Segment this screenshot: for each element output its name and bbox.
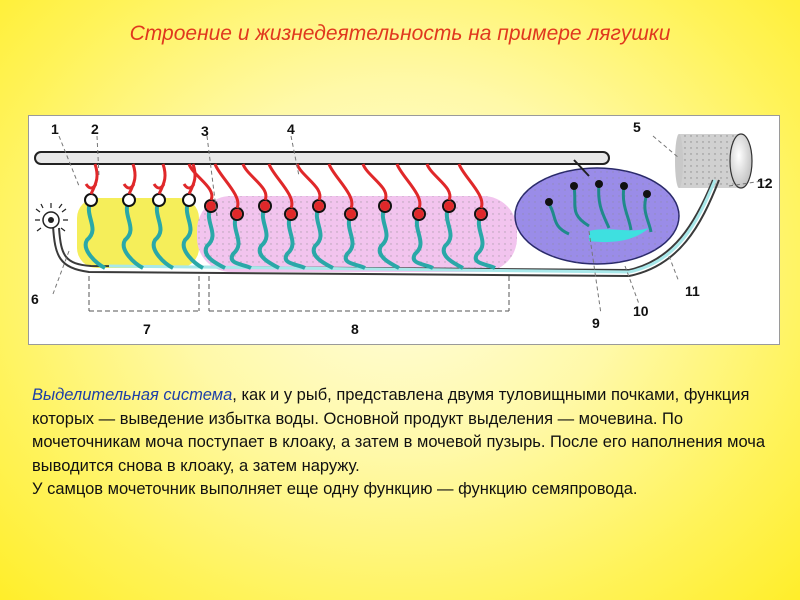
vessel-loop <box>152 183 166 190</box>
glomerulus <box>380 201 390 211</box>
glomerulus <box>346 209 356 219</box>
glomerulus <box>206 201 216 211</box>
tubule <box>311 205 334 270</box>
vessel-loop <box>84 183 98 190</box>
renal-vessel <box>187 163 214 201</box>
leader-lines <box>52 135 770 315</box>
excretory-diagram: 1 2 3 4 5 6 7 8 9 10 11 12 <box>28 115 780 345</box>
renal-vessel <box>89 163 99 195</box>
renal-vessel <box>361 163 388 201</box>
label-5: 5 <box>633 119 641 135</box>
anterior-kidney <box>77 198 199 268</box>
tubule <box>151 199 174 270</box>
bowman-capsule <box>84 193 98 207</box>
glomerulus <box>260 201 270 211</box>
tubule <box>411 213 434 270</box>
glomerulus <box>314 201 324 211</box>
bowman-capsule <box>122 193 136 207</box>
ureter-ducts <box>52 179 720 278</box>
ciliated-funnel-icon <box>35 203 68 232</box>
tubule <box>181 199 204 270</box>
label-3: 3 <box>201 123 209 139</box>
label-6: 6 <box>31 291 39 307</box>
label-11: 11 <box>685 283 700 299</box>
description-text: Выделительная система, как и у рыб, пред… <box>32 384 772 502</box>
tubule <box>83 199 106 270</box>
renal-vessel <box>425 163 452 201</box>
glomerulus <box>286 209 296 219</box>
kidney-texture <box>197 196 517 272</box>
excretory-diagram-svg: 1 2 3 4 5 6 7 8 9 10 11 12 <box>31 119 773 337</box>
vessel-branch <box>573 159 590 177</box>
tubule <box>121 199 144 270</box>
renal-vessel <box>213 163 240 209</box>
tubule <box>257 205 280 270</box>
glomerulus <box>414 209 424 219</box>
label-4: 4 <box>287 121 295 137</box>
ureter-lumen <box>108 179 717 274</box>
vessel-loop <box>122 183 136 190</box>
renal-vessel <box>127 163 137 195</box>
glomerulus <box>444 201 454 211</box>
renal-vessel <box>157 163 167 195</box>
renal-vessel <box>457 163 484 209</box>
label-8: 8 <box>351 321 359 337</box>
paragraph-1-body: , как и у рыб, представлена двумя тулови… <box>32 386 766 475</box>
blood-vessel-bar <box>34 151 610 165</box>
tubule <box>343 213 366 270</box>
tubule <box>441 205 464 270</box>
renal-vessel <box>327 163 354 209</box>
brackets <box>88 276 510 312</box>
nephron-tubules <box>83 193 496 270</box>
bowman-capsule <box>182 193 196 207</box>
bladder-lumen <box>589 228 649 243</box>
bladder-tubules <box>547 183 653 236</box>
label-10: 10 <box>633 303 649 319</box>
tubule <box>377 205 400 270</box>
glomerulus <box>476 209 486 219</box>
paragraph-1: Выделительная система, как и у рыб, пред… <box>32 384 772 478</box>
cloaca <box>675 133 753 189</box>
tubule <box>283 213 306 270</box>
label-12: 12 <box>757 175 773 191</box>
renal-vessel <box>267 163 294 209</box>
label-1: 1 <box>51 121 59 137</box>
glomerulus <box>232 209 242 219</box>
bladder-texture <box>515 168 679 264</box>
vessel-loop <box>182 183 196 190</box>
renal-vessel <box>187 163 197 195</box>
tubule <box>473 213 496 270</box>
renal-vessel <box>241 163 268 201</box>
bladder-glomeruli <box>545 180 651 206</box>
renal-vessel <box>395 163 422 209</box>
renal-vessel <box>295 163 322 201</box>
tubule <box>203 205 226 270</box>
renal-vessels <box>84 163 484 209</box>
tubule <box>229 213 252 270</box>
label-7: 7 <box>143 321 151 337</box>
paragraph-2: У самцов мочеточник выполняет еще одну ф… <box>32 480 638 498</box>
term-excretory-system: Выделительная система <box>32 386 233 404</box>
label-2: 2 <box>91 121 99 137</box>
label-9: 9 <box>592 315 600 331</box>
bowman-capsule <box>152 193 166 207</box>
page-title: Строение и жизнедеятельность на примере … <box>129 22 671 45</box>
